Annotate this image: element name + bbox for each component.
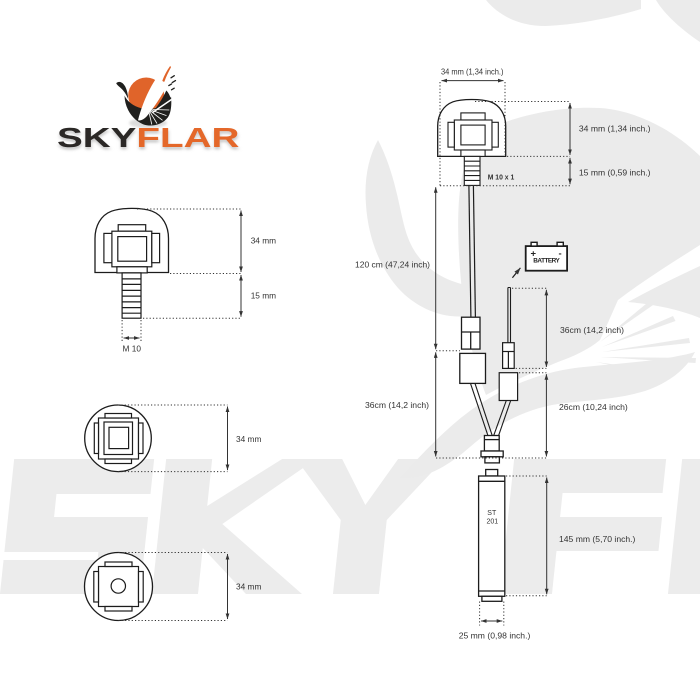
svg-text:145 mm (5,70 inch.): 145 mm (5,70 inch.) [559, 534, 636, 544]
svg-text:15 mm: 15 mm [251, 291, 276, 301]
svg-text:34 mm (1,34 inch.): 34 mm (1,34 inch.) [441, 66, 504, 76]
svg-text:+: + [531, 249, 537, 260]
svg-text:ST: ST [487, 510, 497, 517]
svg-text:15 mm (0,59 inch.): 15 mm (0,59 inch.) [579, 167, 651, 177]
svg-text:-: - [559, 249, 562, 260]
svg-text:120 cm (47,24 inch): 120 cm (47,24 inch) [355, 259, 430, 269]
svg-text:BATTERY: BATTERY [533, 257, 560, 264]
svg-text:36cm (14,2 inch): 36cm (14,2 inch) [560, 325, 624, 335]
svg-text:M 10: M 10 [123, 344, 142, 354]
svg-text:34 mm: 34 mm [251, 236, 276, 246]
svg-text:34 mm: 34 mm [236, 434, 261, 444]
svg-text:36cm (14,2 inch): 36cm (14,2 inch) [365, 400, 429, 410]
svg-text:26cm (10,24 inch): 26cm (10,24 inch) [559, 402, 628, 412]
svg-text:34 mm: 34 mm [236, 582, 261, 592]
svg-text:SKYFLAR: SKYFLAR [57, 123, 239, 153]
svg-text:SKYFLAR: SKYFLAR [57, 126, 239, 156]
svg-text:25 mm (0,98 inch.): 25 mm (0,98 inch.) [459, 630, 531, 640]
svg-text:201: 201 [487, 519, 499, 526]
svg-text:34 mm (1,34 inch.): 34 mm (1,34 inch.) [579, 124, 651, 134]
svg-text:M 10 x 1: M 10 x 1 [488, 172, 515, 181]
